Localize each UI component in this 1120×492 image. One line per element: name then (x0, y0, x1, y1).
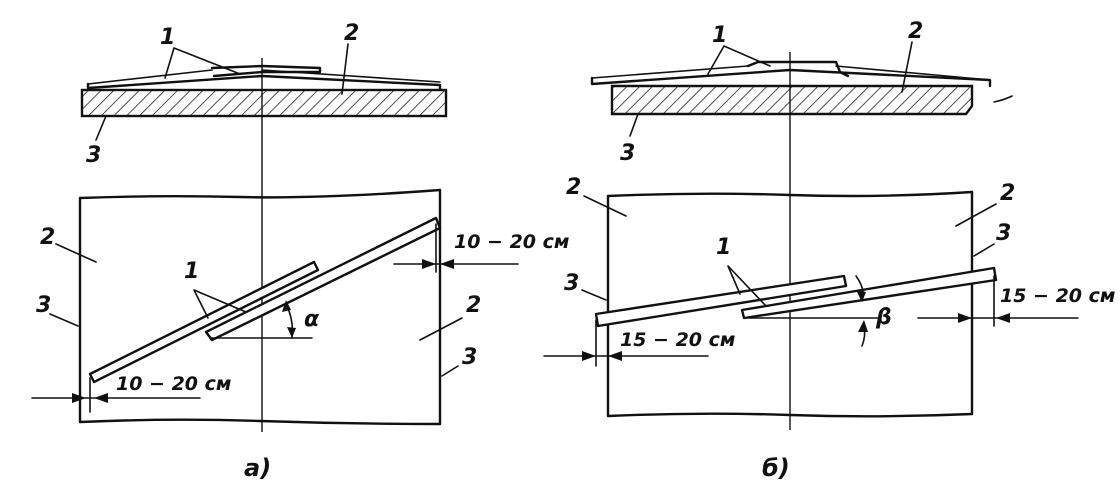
plan-b-leader-2-right (955, 203, 997, 227)
plan-a-label-3-left: 3 (36, 293, 51, 318)
plan-b-leader-2-left (583, 195, 627, 217)
plan-a-dim-top-arrow-right (440, 259, 454, 269)
section-a-label-2: 2 (344, 21, 359, 46)
caption-b: б) (762, 454, 790, 482)
plan-b-label-2-right: 2 (1000, 181, 1015, 206)
plan-b-angle-arrow-top (856, 290, 866, 302)
plan-b-dim-left-arrow-right (608, 351, 622, 361)
plan-a-strip-lower (204, 216, 442, 342)
plan-b-leader-1 (727, 265, 767, 307)
plan-b-label-2-left: 2 (566, 175, 581, 200)
plan-b-dim-right-arrow-right (996, 313, 1010, 323)
plan-b-dim-right-label: 15 − 20 см (1000, 285, 1115, 307)
plan-b-label-1: 1 (716, 235, 731, 260)
plan-a: α 1 2 3 2 3 10 − 20 см 10 − 20 см (31, 125, 569, 432)
plan-a-angle-label: α (304, 307, 320, 332)
diagram-b: 1 2 3 β 1 2 3 (543, 19, 1115, 482)
plan-a-label-3-right: 3 (462, 345, 477, 370)
plan-a-top-edge (78, 188, 442, 200)
plan-a-leader-1 (193, 289, 247, 319)
section-a-membrane-top-line (87, 69, 213, 85)
plan-a-leader-3-left (49, 313, 79, 327)
plan-a-angle-arrow-top (282, 300, 291, 312)
diagram-a: 1 2 3 α 1 2 (31, 21, 569, 482)
plan-a-angle-arrow-bottom (287, 327, 296, 338)
plan-a-strip-upper (88, 260, 320, 384)
plan-b-leader-3-right (973, 243, 995, 257)
plan-a-dim-bottom-arrow-left (72, 393, 86, 403)
plan-a-label-2-left: 2 (40, 225, 55, 250)
plan-a-dim-bottom-label: 10 − 20 см (116, 373, 231, 395)
plan-b-dim-right-arrow-left (958, 313, 972, 323)
section-a-membrane-top-line-right (261, 69, 441, 83)
plan-a-leader-3-right (441, 365, 459, 377)
section-b-base (610, 84, 974, 116)
section-b-leader-1 (707, 45, 771, 75)
section-b-membrane-lower (590, 68, 992, 88)
section-a-leader-2 (341, 43, 349, 95)
section-a-base (80, 88, 448, 118)
section-a-leader-3 (95, 115, 107, 141)
plan-a-dim-top-arrow-left (422, 259, 436, 269)
section-b-tail (993, 95, 1013, 103)
plan-b-strip-lower (740, 266, 998, 320)
plan-b-angle-arrow-bottom (858, 320, 868, 332)
section-a-leader-1 (164, 47, 241, 79)
section-a: 1 2 3 (80, 21, 448, 168)
section-b-membrane-top-left (591, 65, 749, 79)
plan-b-dim-left-arrow-left (582, 351, 596, 361)
plan-a-label-1: 1 (184, 259, 199, 284)
plan-a-dim-top-label: 10 − 20 см (454, 231, 569, 253)
section-b-leader-2 (901, 41, 913, 93)
plan-b-label-3-right: 3 (996, 221, 1011, 246)
section-b-label-1: 1 (712, 23, 727, 48)
plan-a-leader-2-left (55, 243, 97, 263)
plan-a-dim-bottom-arrow-right (94, 393, 108, 403)
plan-a-leader-2-right (419, 317, 463, 341)
section-b-label-2: 2 (908, 19, 923, 44)
plan-b-strip-upper (594, 274, 848, 328)
section-a-label-1: 1 (160, 25, 175, 50)
plan-b-label-3-left: 3 (564, 271, 579, 296)
section-b-label-3: 3 (620, 141, 635, 166)
section-b-leader-3 (629, 113, 639, 137)
plan-b-leader-3-left (581, 289, 607, 301)
caption-a: а) (244, 454, 271, 482)
plan-b: β 1 2 3 2 3 15 − 20 см 15 − 20 см (543, 128, 1115, 430)
plan-a-bottom-edge (78, 418, 442, 426)
plan-b-angle-label: β (875, 305, 892, 330)
section-b-membrane-upper (746, 60, 850, 78)
section-b-membrane-top-right (835, 65, 991, 81)
section-a-membrane-upper (210, 64, 322, 78)
section-a-label-3: 3 (86, 143, 101, 168)
section-b: 1 2 3 (590, 19, 1013, 166)
plan-b-dim-left-label: 15 − 20 см (620, 329, 735, 351)
plan-a-label-2-right: 2 (466, 293, 481, 318)
